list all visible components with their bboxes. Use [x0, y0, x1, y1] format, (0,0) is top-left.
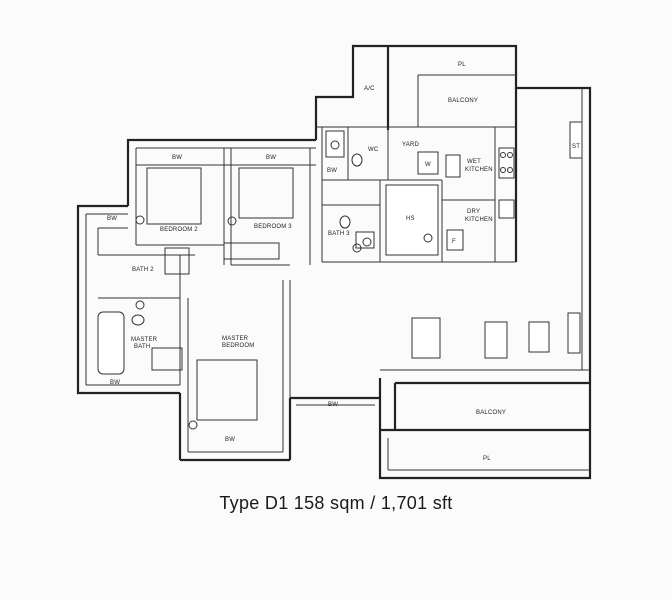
label-pl-top: PL [458, 62, 466, 68]
bed-master [196, 359, 258, 421]
bed-bedroom-2 [146, 167, 202, 225]
label-w: W [425, 162, 431, 168]
label-wet-kitchen-2: KITCHEN [465, 167, 493, 173]
label-master-bed-2: BEDROOM [222, 343, 254, 349]
label-bath3: BATH 3 [328, 231, 350, 237]
label-ac: A/C [364, 86, 375, 92]
label-yard: YARD [402, 142, 419, 148]
label-st: ST [572, 144, 580, 150]
unit-type-caption: Type D1 158 sqm / 1,701 sft [219, 493, 453, 513]
master-bathtub [97, 311, 125, 375]
outer-walls [76, 44, 592, 480]
armchair-1 [484, 321, 508, 359]
label-bw-bottom-mid: BW [328, 402, 338, 408]
label-wc: WC [368, 147, 379, 153]
label-dry-kitchen-2: KITCHEN [465, 217, 493, 223]
st-cabinet [569, 121, 583, 159]
household-shelter [385, 184, 439, 256]
label-bw-left: BW [107, 216, 117, 222]
label-wet-kitchen-1: WET [467, 159, 481, 165]
label-bedroom3: BEDROOM 3 [254, 224, 292, 230]
dining-table [411, 317, 441, 359]
interior-walls [85, 74, 590, 471]
label-bw-bed3-top: BW [266, 155, 276, 161]
washer [417, 151, 439, 175]
fridge [446, 229, 464, 251]
stove [498, 147, 515, 179]
wardrobe-bedroom-3 [223, 242, 280, 260]
label-bw-master: BW [225, 437, 235, 443]
label-hs: HS [406, 216, 415, 222]
label-master-bath-1: MASTER [131, 337, 158, 343]
label-bedroom2: BEDROOM 2 [160, 227, 198, 233]
label-bw-bottom-left: BW [110, 380, 120, 386]
tv-console [567, 312, 581, 354]
label-f: F [452, 239, 456, 245]
label-balcony-top: BALCONY [448, 98, 478, 104]
bath3-basin [355, 231, 375, 249]
label-master-bed-1: MASTER [222, 336, 249, 342]
room-labels: PL A/C BALCONY ST YARD WC W WET KITCHEN … [107, 62, 580, 462]
wc-shower [325, 130, 345, 158]
kitchen-sink [445, 154, 461, 178]
label-balcony-bottom: BALCONY [476, 410, 506, 416]
label-dry-kitchen-1: DRY [467, 209, 480, 215]
label-pl-bottom: PL [483, 456, 491, 462]
armchair-2 [528, 321, 550, 353]
oven [498, 199, 515, 219]
master-bath-basin [131, 314, 145, 326]
fixtures [97, 121, 583, 430]
label-bw-bed2-top: BW [172, 155, 182, 161]
label-master-bath-2: BATH [134, 344, 150, 350]
wc-toilet [351, 153, 363, 167]
bed-bedroom-3 [238, 167, 294, 219]
wardrobe-bath-2 [164, 247, 190, 275]
label-bath2: BATH 2 [132, 267, 154, 273]
bath3-toilet [339, 215, 351, 229]
label-bw-yard: BW [327, 168, 337, 174]
